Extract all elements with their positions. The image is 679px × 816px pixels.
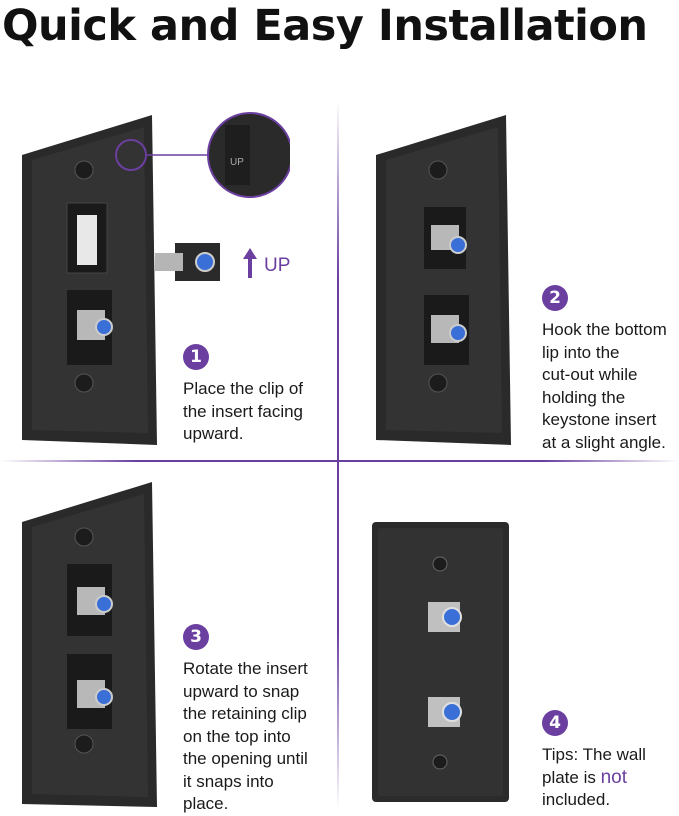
step-line: Place the clip of <box>183 379 304 398</box>
up-label: UP <box>264 255 291 276</box>
tips-line: Tips: The wall <box>542 745 646 764</box>
step-line: keystone insert <box>542 410 657 429</box>
wall-plate-step3-image <box>22 482 157 807</box>
step-number-badge: 4 <box>542 710 568 736</box>
wall-plate-step1-image <box>22 115 157 445</box>
step-line: cut-out while <box>542 365 638 384</box>
step-number-badge: 2 <box>542 285 568 311</box>
step-line: Hook the bottom <box>542 320 667 339</box>
step-line: the opening until <box>183 749 308 768</box>
step-line: upward. <box>183 424 244 443</box>
step-2: 2 Hook the bottom lip into the cut-out w… <box>542 285 667 454</box>
step-line: the retaining clip <box>183 704 307 723</box>
step-4-tips: Tips: The wall plate is not included. <box>542 744 646 812</box>
step-1-description: Place the clip of the insert facing upwa… <box>183 378 303 446</box>
horizontal-divider <box>0 460 679 462</box>
step-line: holding the <box>542 387 626 407</box>
step-2-description: Hook the bottom lip into the cut-out whi… <box>542 319 667 454</box>
wall-plate-step2-image <box>376 115 511 445</box>
step-3-description: Rotate the insert upward to snap the ret… <box>183 658 308 816</box>
tips-line: included. <box>542 790 611 809</box>
step-number-badge: 1 <box>183 344 209 370</box>
tips-line-2: plate is not <box>542 767 646 790</box>
step-line: it snaps into <box>183 771 274 791</box>
step-line: at a slight angle. <box>542 432 666 452</box>
step-line: the insert facing <box>183 401 304 421</box>
step-line: Rotate the insert <box>183 659 308 678</box>
step-line: lip into the <box>542 342 620 362</box>
step-4: 4 Tips: The wall plate is not included. <box>542 710 646 812</box>
up-arrow-icon <box>243 248 257 278</box>
vertical-divider <box>337 100 339 809</box>
page-title: Quick and Easy Installation <box>2 1 648 51</box>
step-line: place. <box>183 794 229 813</box>
step-1: 1 Place the clip of the insert facing up… <box>183 344 303 446</box>
zoom-callout-image: UP <box>115 112 290 198</box>
keystone-insert-image <box>155 243 220 281</box>
step-line: upward to snap <box>183 681 300 701</box>
step-line: on the top into <box>183 726 291 746</box>
wall-plate-step4-image <box>372 522 509 802</box>
svg-text:UP: UP <box>230 157 244 168</box>
step-number-badge: 3 <box>183 624 209 650</box>
tips-emphasis: not <box>600 766 628 788</box>
step-3: 3 Rotate the insert upward to snap the r… <box>183 624 308 816</box>
tips-text: plate is <box>542 767 601 787</box>
